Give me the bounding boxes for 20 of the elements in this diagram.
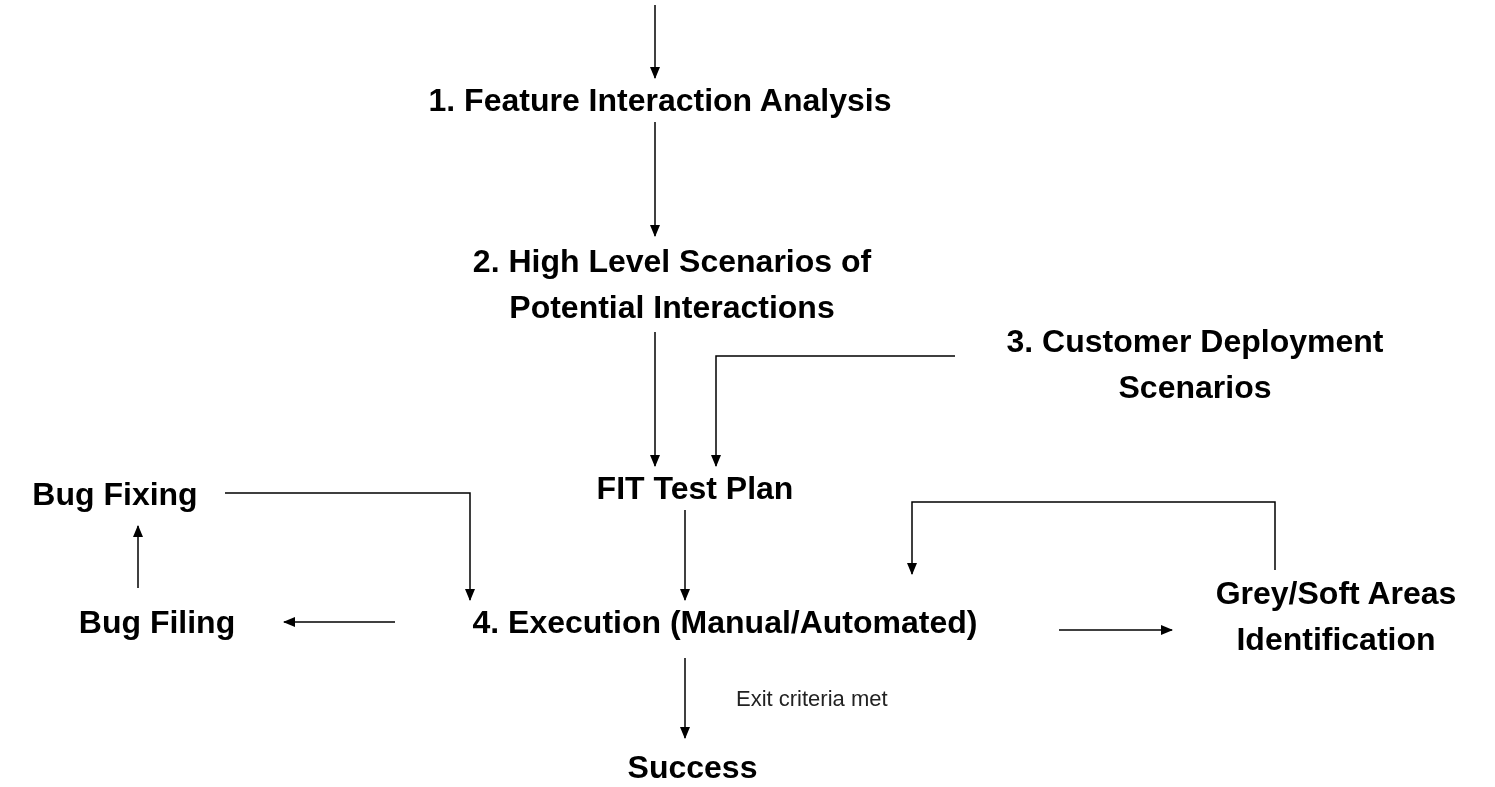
arrow — [283, 617, 396, 627]
arrow — [133, 525, 143, 589]
step-label: Success — [627, 748, 758, 787]
arrow — [224, 492, 475, 601]
step-label: 1. Feature Interaction Analysis — [428, 81, 892, 120]
arrow — [907, 501, 1276, 575]
step-label: 3. Customer Deployment Scenarios — [1005, 322, 1385, 407]
arrow — [1058, 625, 1173, 635]
step-label: Bug Filing — [78, 603, 236, 642]
step-label: Grey/Soft Areas Identification — [1214, 574, 1458, 659]
step-label: 2. High Level Scenarios of Potential Interactions — [471, 242, 873, 327]
arrow — [650, 121, 660, 237]
step-label: Bug Fixing — [32, 475, 198, 514]
arrow — [650, 4, 660, 79]
arrow — [650, 331, 660, 467]
arrow — [711, 355, 956, 467]
arrow — [680, 509, 690, 601]
arrow — [680, 657, 690, 739]
step-label: 4. Execution (Manual/Automated) — [472, 603, 978, 642]
step-label: FIT Test Plan — [596, 469, 794, 508]
